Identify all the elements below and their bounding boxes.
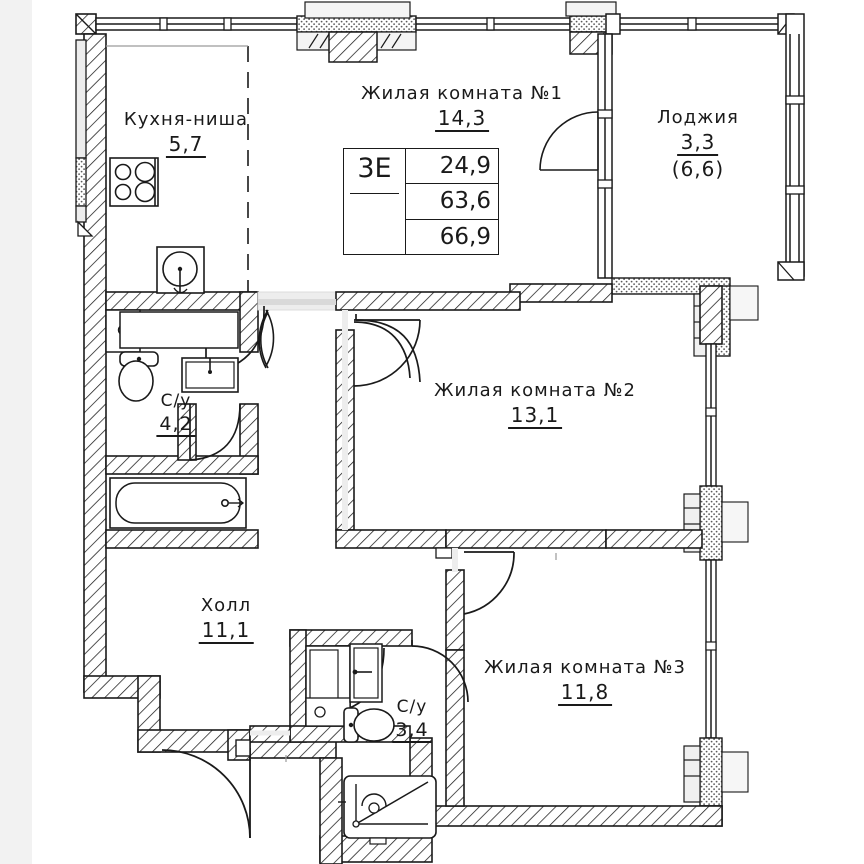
room-label-loggia: Лоджия 3,3 (6,6) bbox=[657, 107, 739, 181]
apartment-spec-table: 3Е 24,9 63,6 66,9 bbox=[343, 148, 499, 255]
spec-living-area: 24,9 bbox=[406, 149, 498, 185]
room-label-living-room-1: Жилая комната №1 14,3 bbox=[361, 83, 563, 132]
room-name-hall: Холл bbox=[200, 595, 252, 616]
room-name-kitchen-niche: Кухня-ниша bbox=[123, 109, 249, 130]
spec-type-cell: 3Е bbox=[344, 149, 406, 254]
room-area-hall: 11,1 bbox=[198, 618, 254, 644]
spec-type-underline bbox=[350, 193, 399, 194]
room-name-bathroom-2: С/у bbox=[396, 697, 428, 717]
room-name-loggia: Лоджия bbox=[657, 107, 739, 128]
spec-type-code: 3Е bbox=[357, 153, 392, 184]
room-area-loggia-total: (6,6) bbox=[671, 156, 725, 181]
room-name-living-room-2: Жилая комната №2 bbox=[434, 380, 636, 401]
room-area-living-room-3: 11,8 bbox=[557, 680, 613, 706]
room-name-living-room-3: Жилая комната №3 bbox=[484, 657, 686, 678]
room-area-bathroom-2: 3,4 bbox=[392, 719, 432, 744]
room-area-living-room-1: 14,3 bbox=[434, 106, 490, 132]
room-area-bathroom-1: 4,2 bbox=[156, 413, 196, 438]
room-label-hall: Холл 11,1 bbox=[198, 595, 254, 644]
room-label-living-room-3: Жилая комната №3 11,8 bbox=[484, 657, 686, 706]
room-area-loggia: 3,3 bbox=[677, 130, 719, 156]
room-label-bathroom-2: С/у 3,4 bbox=[392, 697, 432, 744]
room-label-bathroom-1: С/у 4,2 bbox=[156, 391, 196, 438]
spec-total-area: 63,6 bbox=[406, 184, 498, 220]
room-label-kitchen-niche: Кухня-ниша 5,7 bbox=[123, 109, 249, 158]
room-name-living-room-1: Жилая комната №1 bbox=[361, 83, 563, 104]
room-name-bathroom-1: С/у bbox=[160, 391, 192, 411]
room-area-living-room-2: 13,1 bbox=[507, 403, 563, 429]
spec-values: 24,9 63,6 66,9 bbox=[406, 149, 498, 254]
room-area-kitchen-niche: 5,7 bbox=[165, 132, 207, 158]
room-label-living-room-2: Жилая комната №2 13,1 bbox=[434, 380, 636, 429]
spec-total-area-with-loggia: 66,9 bbox=[439, 223, 491, 250]
